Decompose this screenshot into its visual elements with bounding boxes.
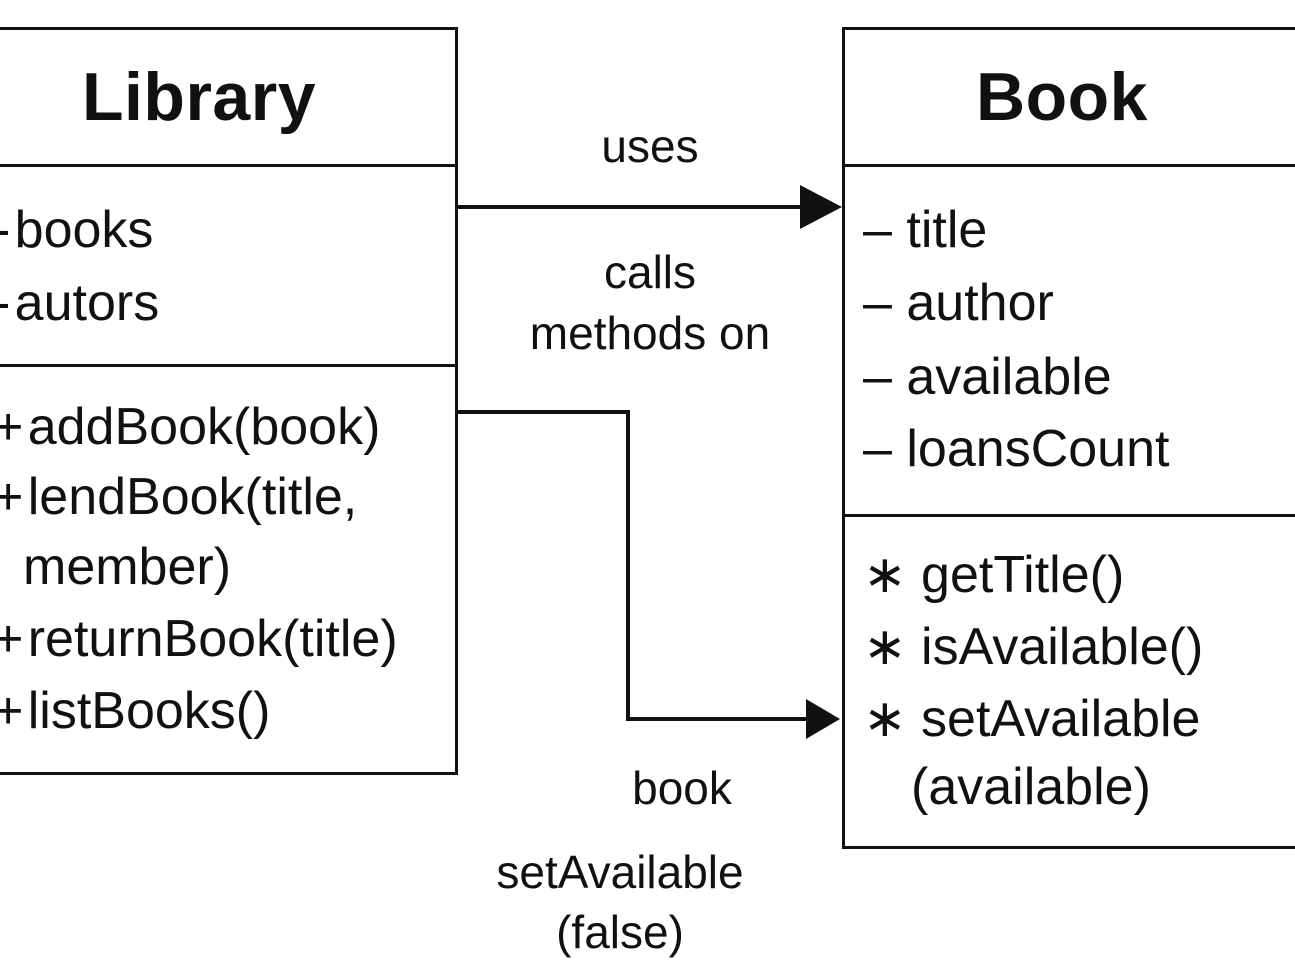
- book-label: book: [632, 762, 732, 814]
- calls-label: calls: [603, 246, 697, 298]
- book-operation-gettitle: ∗ getTitle(): [863, 546, 1125, 604]
- library-operation-lendbook-continued: member): [23, 538, 232, 596]
- library-operation-addbook: + addBook(book): [0, 397, 380, 457]
- visibility-marker: ∗: [863, 690, 907, 748]
- set-available-label: setAvailable: [496, 846, 744, 898]
- book-attribute-available: – available: [863, 348, 1112, 406]
- book-class-name: Book: [976, 59, 1148, 135]
- uses-label: uses: [601, 120, 699, 172]
- methods-on-label: methods on: [529, 307, 771, 359]
- book-operations: ∗ getTitle() ∗ isAvailable() ∗ setAvaila…: [845, 517, 1295, 846]
- library-attribute-autors: - autors: [0, 273, 159, 333]
- visibility-marker: -: [0, 273, 10, 333]
- visibility-marker: ∗: [863, 618, 907, 676]
- set-available-call-line: [456, 410, 808, 721]
- library-operation-returnbook: + returnBook(title): [0, 609, 398, 669]
- book-attribute-loanscount: – loansCount: [863, 420, 1170, 478]
- book-operation-setavailable: ∗ setAvailable: [863, 690, 1201, 748]
- visibility-marker: –: [863, 201, 892, 259]
- visibility-marker: –: [863, 348, 892, 406]
- set-available-arrowhead: [806, 699, 840, 739]
- visibility-marker: -: [0, 200, 10, 260]
- library-attribute-books: - books: [0, 200, 153, 260]
- set-available-false-label: (false): [556, 906, 684, 958]
- visibility-marker: ∗: [863, 546, 907, 604]
- book-attribute-title: – title: [863, 201, 988, 259]
- visibility-marker: +: [0, 610, 24, 668]
- visibility-marker: –: [863, 420, 892, 478]
- library-operations: + addBook(book) + lendBook(title, member…: [0, 367, 455, 772]
- visibility-marker: +: [0, 468, 24, 526]
- book-operation-setavailable-continued: (available): [911, 758, 1151, 816]
- visibility-marker: +: [0, 682, 24, 740]
- book-attribute-author: – author: [863, 274, 1054, 332]
- visibility-marker: –: [863, 274, 892, 332]
- library-operation-listbooks: + listBooks(): [0, 681, 270, 741]
- uses-arrowhead: [800, 185, 842, 229]
- library-class-header: Library: [0, 30, 455, 167]
- library-class: Library - books - autors + addBook(book)…: [0, 27, 458, 775]
- library-operation-lendbook: + lendBook(title,: [0, 467, 357, 527]
- library-class-name: Library: [81, 59, 317, 135]
- book-attributes: – title – author – available – loansCoun…: [845, 167, 1295, 517]
- book-operation-isavailable: ∗ isAvailable(): [863, 618, 1204, 676]
- book-class-header: Book: [845, 30, 1295, 167]
- library-attributes: - books - autors: [0, 167, 455, 367]
- visibility-marker: +: [0, 398, 24, 456]
- book-class: Book – title – author – available – loan…: [842, 27, 1295, 849]
